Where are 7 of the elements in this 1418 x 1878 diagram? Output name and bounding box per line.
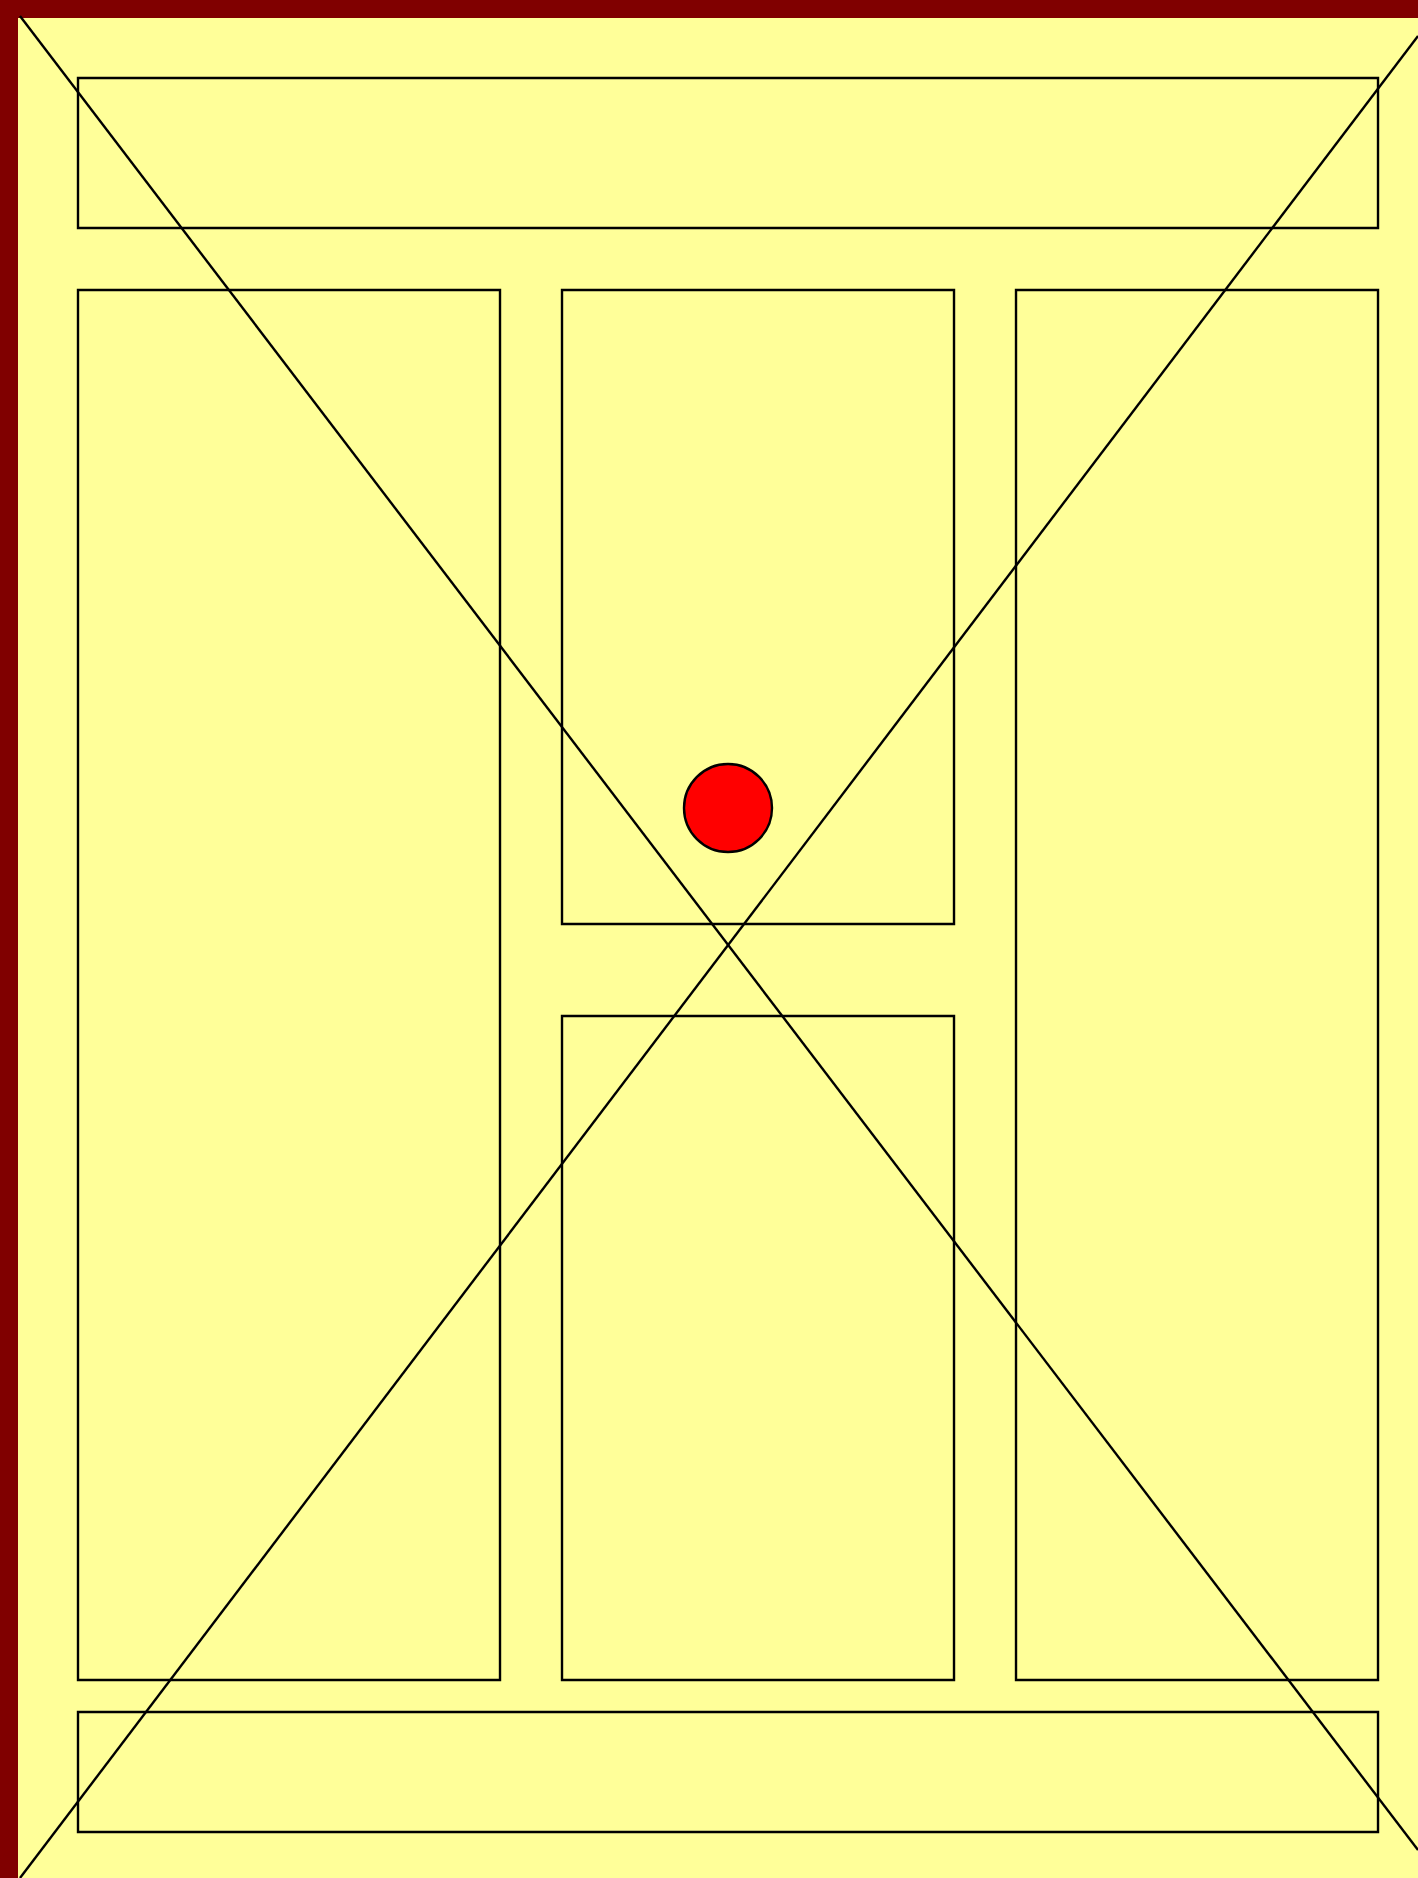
circle-marker xyxy=(682,762,774,854)
layout-box xyxy=(76,288,502,1682)
layout-box xyxy=(76,1710,1380,1834)
layout-box xyxy=(1014,288,1380,1682)
layout-box xyxy=(560,288,956,926)
layout-box xyxy=(560,1014,956,1682)
layout-box xyxy=(76,76,1380,230)
